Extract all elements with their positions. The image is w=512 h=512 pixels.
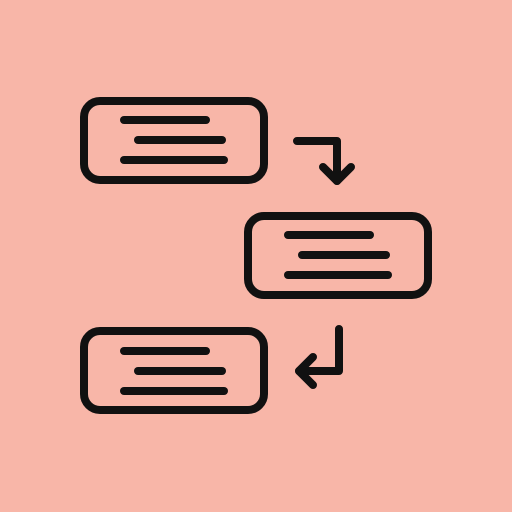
step-block-top [80, 97, 268, 184]
step-block-bottom [80, 327, 268, 414]
arrow-turn-down-icon [293, 137, 355, 185]
step-block-middle [244, 212, 432, 299]
step-block-bottom-frame [80, 327, 268, 414]
arrow-turn-left-icon [295, 325, 343, 389]
step-block-top-frame [80, 97, 268, 184]
step-block-middle-frame [244, 212, 432, 299]
